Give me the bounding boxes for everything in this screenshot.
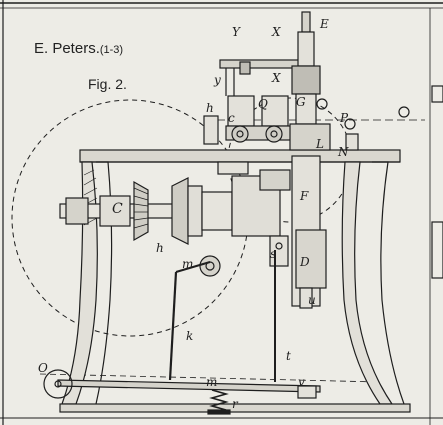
label-r: r [232, 397, 238, 411]
label-E: E [320, 17, 329, 31]
label-k: k [186, 329, 194, 343]
label-X-upper: X [272, 25, 281, 39]
base-plate [59, 403, 411, 413]
label-L: L [316, 137, 324, 151]
crank-block [175, 169, 291, 277]
label-G: G [296, 95, 306, 109]
label-c: c [228, 111, 235, 125]
label-t: t [286, 349, 291, 363]
figure-number: Fig. 2. [88, 76, 127, 92]
label-v: v [298, 375, 305, 389]
pedal-lever [43, 369, 321, 399]
label-F: F [300, 189, 309, 203]
label-O: O [38, 361, 48, 375]
label-m-bottom: m [206, 375, 218, 389]
plate-reference: (1-3) [99, 44, 124, 56]
label-P: P [340, 111, 349, 125]
label-h-lower: h [156, 241, 164, 255]
frame-bearings [217, 106, 410, 175]
label-Q: Q [258, 97, 268, 111]
bevel-gear-left [133, 180, 149, 242]
label-Y: Y [232, 25, 240, 39]
label-h-upper: h [206, 101, 214, 115]
rod-k [168, 271, 178, 381]
label-D: D [300, 255, 310, 269]
label-C: C [112, 201, 123, 217]
label-s: s [270, 247, 277, 261]
label-X-lower: X [272, 71, 281, 85]
roller-stand [203, 59, 301, 145]
author-name: E. Peters. [34, 40, 100, 57]
label-m-left: m [182, 257, 194, 271]
adjacent-figure-fragment [431, 85, 443, 279]
label-N: N [338, 145, 349, 159]
spring-r [209, 389, 229, 411]
bevel-gear-right [171, 177, 233, 245]
right-column [269, 155, 327, 309]
dashed-pedal-line [39, 373, 381, 383]
spindle-tower [289, 11, 331, 151]
author-caption: E. Peters.(1-3) [34, 40, 123, 57]
label-u: u [308, 293, 316, 307]
label-y: y [214, 73, 221, 87]
